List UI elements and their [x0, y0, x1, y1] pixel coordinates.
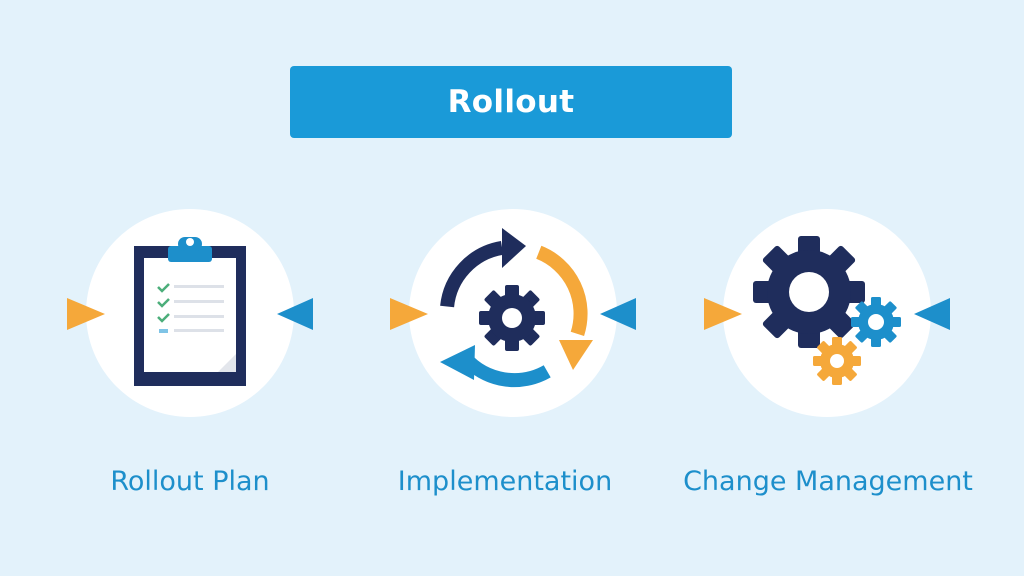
- stage-label-rollout-plan: Rollout Plan: [110, 466, 270, 497]
- stage-rollout-plan: [40, 208, 340, 418]
- cycle-arrows-gear-icon: [440, 228, 593, 388]
- stage-implementation-graphic: [390, 209, 636, 417]
- page-title: Rollout: [447, 84, 575, 120]
- title-banner: Rollout: [290, 66, 732, 138]
- stage-rollout-plan-graphic: [67, 209, 313, 417]
- stage-change-management-graphic: [704, 209, 950, 417]
- stage-label-implementation: Implementation: [397, 466, 613, 497]
- clipboard-checklist-icon: [134, 237, 246, 386]
- gears-icon: [753, 236, 901, 385]
- orange-arrow-icon: [390, 298, 428, 330]
- stage-change-management: [677, 208, 977, 418]
- stage-implementation: [363, 208, 663, 418]
- orange-arrow-icon: [67, 298, 105, 330]
- blue-arrow-icon: [277, 298, 313, 330]
- stage-label-change-management: Change Management: [683, 466, 973, 497]
- blue-arrow-icon: [914, 298, 950, 330]
- blue-arrow-icon: [600, 298, 636, 330]
- orange-arrow-icon: [704, 298, 742, 330]
